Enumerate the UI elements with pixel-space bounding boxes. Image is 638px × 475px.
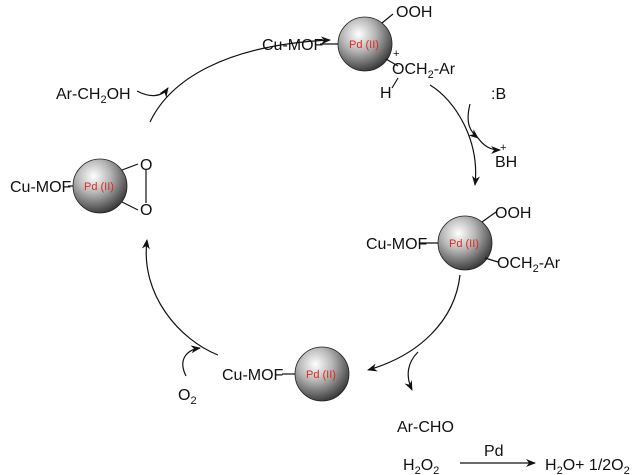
bh-label: BH <box>495 154 517 171</box>
formula-part: OH <box>107 86 131 103</box>
product-out-arrow <box>404 351 419 391</box>
formula-part: Ar-CH <box>56 86 100 103</box>
oxygen-in-arrow <box>182 345 201 377</box>
formula-part: O <box>421 457 433 474</box>
formula-part: O+ 1/2O <box>563 457 624 474</box>
formula-part: 2 <box>100 94 106 106</box>
formula-part: 2 <box>557 465 563 475</box>
bond-line <box>381 13 394 24</box>
formula-part: O <box>178 387 190 404</box>
bh-plus: + <box>500 142 506 154</box>
reagent-arch2oh: Ar-CH2OH <box>56 86 131 106</box>
pd-label-top: Pd (II) <box>349 39 379 51</box>
pd-label-right: Pd (II) <box>449 238 479 250</box>
formula-part: 2 <box>624 465 630 475</box>
pd-label-bottom: Pd (II) <box>306 369 336 381</box>
formula-part: O <box>392 61 404 78</box>
formula-part: 2 <box>433 465 439 475</box>
formula-part: H <box>545 457 557 474</box>
formula-part: -Ar <box>434 61 456 78</box>
peroxo-o-lower: O <box>140 202 152 219</box>
complex-bottom: Cu-MOF Pd (II) <box>222 346 350 402</box>
cu-mof-label-left: Cu-MOF <box>10 179 72 196</box>
ooh-label-top: OOH <box>396 4 432 21</box>
complex-top: Cu-MOF Pd (II) OOH + OCH2-Ar H <box>262 4 456 102</box>
formula-part: 2 <box>533 263 539 275</box>
bond-line <box>121 201 139 211</box>
h2o2-label: H2O2 <box>403 457 439 475</box>
formula-part: OCH <box>497 255 533 272</box>
h-label-top: H <box>380 85 392 102</box>
bond-line <box>481 211 497 223</box>
complex-left-peroxo: Cu-MOF Pd (II) O O <box>10 157 152 219</box>
pd-label-left: Pd (II) <box>84 181 114 193</box>
formula-part: 2 <box>415 465 421 475</box>
formula-part: CH <box>404 61 427 78</box>
bond-line <box>385 58 399 67</box>
och2ar-label-top: OCH2-Ar <box>392 61 456 81</box>
bond-line <box>391 77 399 89</box>
reagent-in-arrow <box>136 87 169 98</box>
h2o2-decomposition: H2O2 Pd H2O+ 1/2O2 <box>403 443 630 475</box>
bond-line <box>121 163 139 171</box>
product-label: Ar-CHO <box>397 419 454 436</box>
complex-right: Cu-MOF Pd (II) OOH OCH2-Ar <box>366 205 561 275</box>
plus-sign-top: + <box>393 48 399 60</box>
base-label: :B <box>491 86 506 103</box>
decomp-products: H2O+ 1/2O2 <box>545 457 630 475</box>
bond-line <box>484 257 499 263</box>
bh-out-arrow <box>477 137 501 154</box>
formula-part: 2 <box>428 69 434 81</box>
cycle-arrow-top-left <box>149 36 331 123</box>
formula-part: -Ar <box>539 255 561 272</box>
formula-part: H <box>403 457 415 474</box>
peroxo-o-upper: O <box>140 157 152 174</box>
ooh-label-right: OOH <box>495 205 531 222</box>
cycle-arrow-bottom-left <box>141 239 219 356</box>
cycle-arrow-bottom-right <box>367 274 461 372</box>
cu-mof-label-right: Cu-MOF <box>366 236 428 253</box>
cu-mof-label-bottom: Cu-MOF <box>222 367 284 384</box>
och2ar-label-right: OCH2-Ar <box>497 255 561 275</box>
formula-part: 2 <box>190 395 196 407</box>
base-in-arrow <box>467 103 479 139</box>
cu-mof-label-top: Cu-MOF <box>262 37 324 54</box>
cycle-arrow-top-right <box>429 84 480 186</box>
oxygen-label: O2 <box>178 387 197 407</box>
catalyst-label: Pd <box>484 443 504 460</box>
